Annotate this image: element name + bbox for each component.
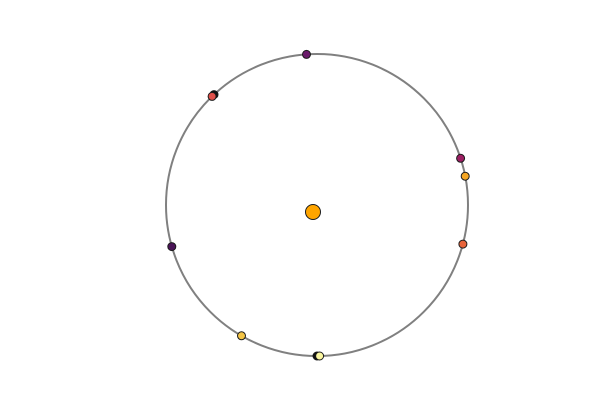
orbiting-bodies [167, 49, 470, 361]
orbiting-body-b3 [207, 91, 217, 101]
orbiting-body-b10 [315, 351, 325, 361]
orbiting-body-b6 [458, 239, 468, 249]
central-body [305, 204, 321, 220]
orbiting-body-b4 [456, 153, 466, 163]
orbiting-body-b1 [302, 49, 311, 59]
orbiting-body-b8 [237, 331, 246, 341]
orbiting-body-b5 [460, 171, 470, 181]
orbiting-body-b7 [167, 242, 177, 252]
